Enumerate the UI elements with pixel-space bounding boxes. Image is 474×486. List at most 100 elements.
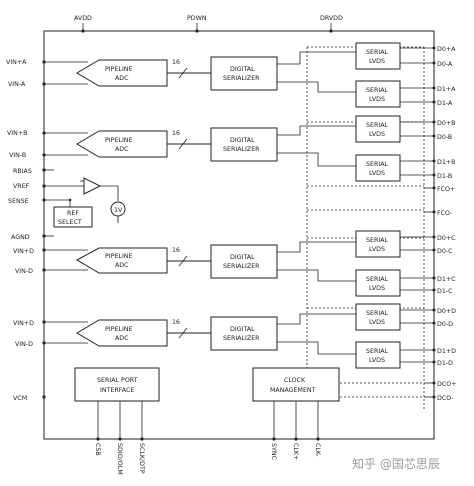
pin-dot-avdd: [81, 29, 85, 33]
pipeline-adc-a-label-1: PIPELINE: [105, 66, 133, 73]
pin-clk-minus: CLK-: [314, 443, 321, 457]
pin-rbias: RBIAS: [13, 168, 32, 175]
pipeline-adc-a-label-2: ADC: [115, 75, 129, 82]
svg-text:LVDS: LVDS: [369, 170, 385, 177]
ref-select-label-2: SELECT: [58, 219, 82, 226]
svg-text:SERIAL: SERIAL: [366, 237, 389, 244]
serial-lvds-d0b: [355, 115, 401, 143]
pin-d0-plus-b: D0+B: [437, 120, 455, 127]
bus-width-c: 16: [172, 247, 180, 254]
serial-port-label-1: SERIAL PORT: [97, 377, 138, 384]
pin-clk-plus: CLK+: [292, 443, 299, 460]
serial-port-interface: SERIAL PORT INTERFACE: [74, 367, 160, 439]
vref-source-label: 1V: [114, 207, 123, 214]
svg-text:PIPELINE: PIPELINE: [105, 326, 133, 333]
pin-d0-minus-a: D0-A: [437, 61, 453, 68]
fco-pins: [424, 187, 434, 213]
pin-d1-plus-c: D1+C: [437, 276, 456, 283]
clock-management: CLOCK MANAGEMENT: [252, 367, 434, 439]
bus-width-d: 16: [172, 319, 180, 326]
svg-text:SERIAL: SERIAL: [366, 49, 389, 56]
pin-dot-drvdd: [329, 29, 333, 33]
pin-vin-minus-d: VIN-D: [15, 341, 33, 348]
svg-text:LVDS: LVDS: [369, 357, 385, 364]
watermark-text: 知乎 @国芯思辰: [352, 457, 440, 471]
digital-serializer-c: [210, 244, 278, 279]
pin-sclk-dtp: SCLK/DTP: [138, 443, 145, 474]
svg-text:ADC: ADC: [115, 146, 129, 153]
pin-dco-minus: DCO-: [437, 395, 454, 402]
svg-text:SERIAL: SERIAL: [366, 87, 389, 94]
serial-port-label-2: INTERFACE: [100, 387, 134, 394]
channel-a: VIN+A VIN-A PIPELINE ADC 16 DIGITAL SERI…: [6, 42, 434, 108]
channel-b: VIN+B VIN-B PIPELINE ADC 16 DIGITAL SERI…: [7, 115, 434, 182]
pin-vin-plus-d: VIN+D: [13, 320, 34, 327]
svg-text:LVDS: LVDS: [369, 96, 385, 103]
pin-vin-plus-b: VIN+B: [7, 130, 27, 137]
pin-dco-plus: DCO+: [437, 381, 456, 388]
pin-csb: CSB: [94, 443, 101, 456]
serial-lvds-d1c: [355, 269, 401, 297]
pin-sync: SYNC: [270, 443, 277, 461]
pin-vin-plus-c: VIN+D: [13, 248, 34, 255]
pin-sense: SENSE: [8, 198, 29, 205]
clock-mgmt-label-1: CLOCK: [284, 377, 306, 384]
bus-width-a: 16: [172, 59, 180, 66]
pin-vref: VREF: [13, 183, 30, 190]
digital-serializer-b: [210, 127, 278, 162]
svg-text:DIGITAL: DIGITAL: [230, 326, 255, 333]
pin-d0-minus-b: D0-B: [437, 134, 452, 141]
svg-text:LVDS: LVDS: [369, 319, 385, 326]
bus-width-b: 16: [172, 130, 180, 137]
clock-mgmt-label-2: MANAGEMENT: [270, 387, 316, 394]
pin-d0-minus-c: D0-C: [437, 248, 453, 255]
svg-text:SERIALIZER: SERIALIZER: [223, 335, 260, 342]
right-pin-dots: [432, 46, 436, 399]
pin-dot-pdwn: [195, 29, 199, 33]
pin-d1-plus-d: D1+D: [437, 348, 456, 355]
ref-select-block: [53, 206, 93, 228]
pin-fco-minus: FCO-: [437, 210, 452, 217]
svg-text:SERIAL: SERIAL: [366, 276, 389, 283]
digital-serializer-d: [210, 316, 278, 351]
bottom-pins: CSB SDIO/OLM SCLK/DTP SYNC CLK+ CLK-: [94, 437, 321, 475]
channel-d: VIN+D VIN-D PIPELINE ADC 16 DIGITAL SERI…: [13, 303, 434, 369]
pin-d1-minus-b: D1-B: [437, 173, 452, 180]
serial-lvds-d0c: [355, 230, 401, 258]
pin-fco-plus: FCO+: [437, 186, 455, 193]
svg-text:DIGITAL: DIGITAL: [230, 137, 255, 144]
pin-d1-plus-a: D1+A: [437, 86, 456, 93]
clock-management-block: [252, 367, 340, 402]
right-pin-labels: D0+A D0-A D1+A D1-A D0+B D0-B D1+B D1-B …: [437, 46, 456, 402]
svg-text:LVDS: LVDS: [369, 285, 385, 292]
svg-text:SERIAL: SERIAL: [366, 161, 389, 168]
pin-avdd: AVDD: [74, 15, 92, 22]
vref-buffer: [83, 177, 102, 195]
svg-text:LVDS: LVDS: [369, 131, 385, 138]
pin-drvdd: DRVDD: [320, 15, 343, 22]
pin-sdio-olm: SDIO/OLM: [116, 443, 123, 475]
pin-pdwn: PDWN: [187, 15, 207, 22]
svg-text:PIPELINE: PIPELINE: [105, 137, 133, 144]
pin-d0-plus-a: D0+A: [437, 46, 456, 53]
pin-d0-plus-c: D0+C: [437, 235, 456, 242]
pin-vin-plus-a: VIN+A: [6, 59, 27, 66]
serializer-a-label-2: SERIALIZER: [223, 75, 260, 82]
svg-text:ADC: ADC: [115, 335, 129, 342]
svg-text:SERIAL: SERIAL: [366, 122, 389, 129]
pin-agnd: AGND: [11, 234, 30, 241]
pin-vin-minus-a: VIN-A: [8, 81, 26, 88]
svg-text:SERIAL: SERIAL: [366, 310, 389, 317]
pin-d1-minus-c: D1-C: [437, 288, 453, 295]
digital-serializer-a: [210, 56, 278, 91]
svg-text:PIPELINE: PIPELINE: [105, 253, 133, 260]
pin-vin-minus-c: VIN-D: [15, 268, 33, 275]
svg-text:SERIAL: SERIAL: [366, 348, 389, 355]
serial-lvds-d1d: [355, 341, 401, 369]
svg-text:SERIALIZER: SERIALIZER: [223, 263, 260, 270]
channel-c: VIN+D VIN-D PIPELINE ADC 16 DIGITAL SERI…: [13, 230, 434, 297]
serial-lvds-d1a: [355, 80, 401, 108]
pin-vin-minus-b: VIN-B: [9, 152, 26, 159]
